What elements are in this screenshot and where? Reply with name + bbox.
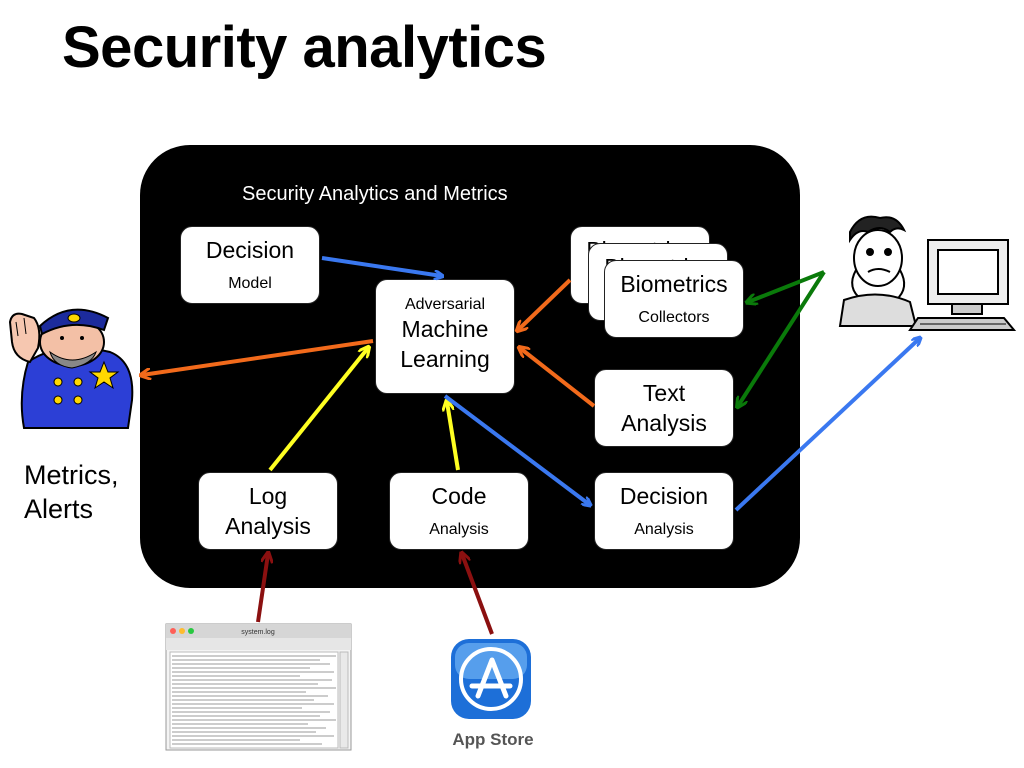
adversarial-ml-sublabel: Adversarial xyxy=(404,296,486,313)
adversarial-ml-label-line1: Machine xyxy=(401,316,489,342)
arrow-user-to-biometrics xyxy=(748,270,825,302)
page-title: Security analytics xyxy=(62,15,547,80)
system-log-window-icon: system.log xyxy=(165,623,352,751)
adversarial-ml-box: Adversarial Machine Learning xyxy=(375,279,515,394)
decision-model-box: Decision Model xyxy=(180,226,320,304)
panel-title: Security Analytics and Metrics xyxy=(242,183,508,205)
metrics-label-line2: Alerts xyxy=(24,494,94,524)
user-at-computer-icon xyxy=(838,215,1017,331)
app-store-label: App Store xyxy=(452,730,534,749)
arrow-log-analysis-to-ml xyxy=(268,348,368,472)
decision-analysis-box: Decision Analysis xyxy=(594,472,734,550)
arrow-decision-analysis-to-user xyxy=(734,338,920,512)
code-analysis-label: Code xyxy=(431,483,487,509)
arrow-text-analysis-to-ml xyxy=(520,348,596,408)
decision-model-label: Decision xyxy=(205,237,295,263)
arrow-code-analysis-to-ml xyxy=(447,402,460,471)
system-log-window-title: system.log xyxy=(241,629,275,636)
arrow-ml-to-decision-analysis xyxy=(443,394,590,505)
log-analysis-box: Log Analysis xyxy=(198,472,338,550)
arrow-app-store-to-code-analysis xyxy=(462,554,494,635)
code-analysis-sublabel: Analysis xyxy=(429,521,489,538)
decision-analysis-label: Decision xyxy=(619,483,709,509)
policeman-icon xyxy=(8,308,134,429)
arrow-system-log-to-log-analysis xyxy=(256,554,268,623)
arrow-decision-model-to-ml xyxy=(321,256,442,276)
decision-analysis-sublabel: Analysis xyxy=(634,521,694,538)
adversarial-ml-label-line2: Learning xyxy=(400,346,490,372)
biometrics-sublabel: Collectors xyxy=(638,309,710,326)
decision-model-sublabel: Model xyxy=(228,275,272,292)
app-store-icon xyxy=(451,639,531,719)
arrow-biometrics-to-ml xyxy=(518,278,572,330)
log-analysis-label-line2: Analysis xyxy=(225,513,311,539)
log-analysis-label-line1: Log xyxy=(248,483,288,509)
arrow-user-to-text-analysis xyxy=(738,270,826,406)
biometrics-label: Biometrics xyxy=(620,271,728,297)
text-analysis-label-line2: Analysis xyxy=(621,410,707,436)
arrow-ml-to-metrics xyxy=(142,339,374,375)
metrics-alerts-label: Metrics, Alerts xyxy=(24,458,119,526)
text-analysis-box: Text Analysis xyxy=(594,369,734,447)
metrics-label-line1: Metrics, xyxy=(24,460,119,490)
text-analysis-label-line1: Text xyxy=(642,380,686,406)
